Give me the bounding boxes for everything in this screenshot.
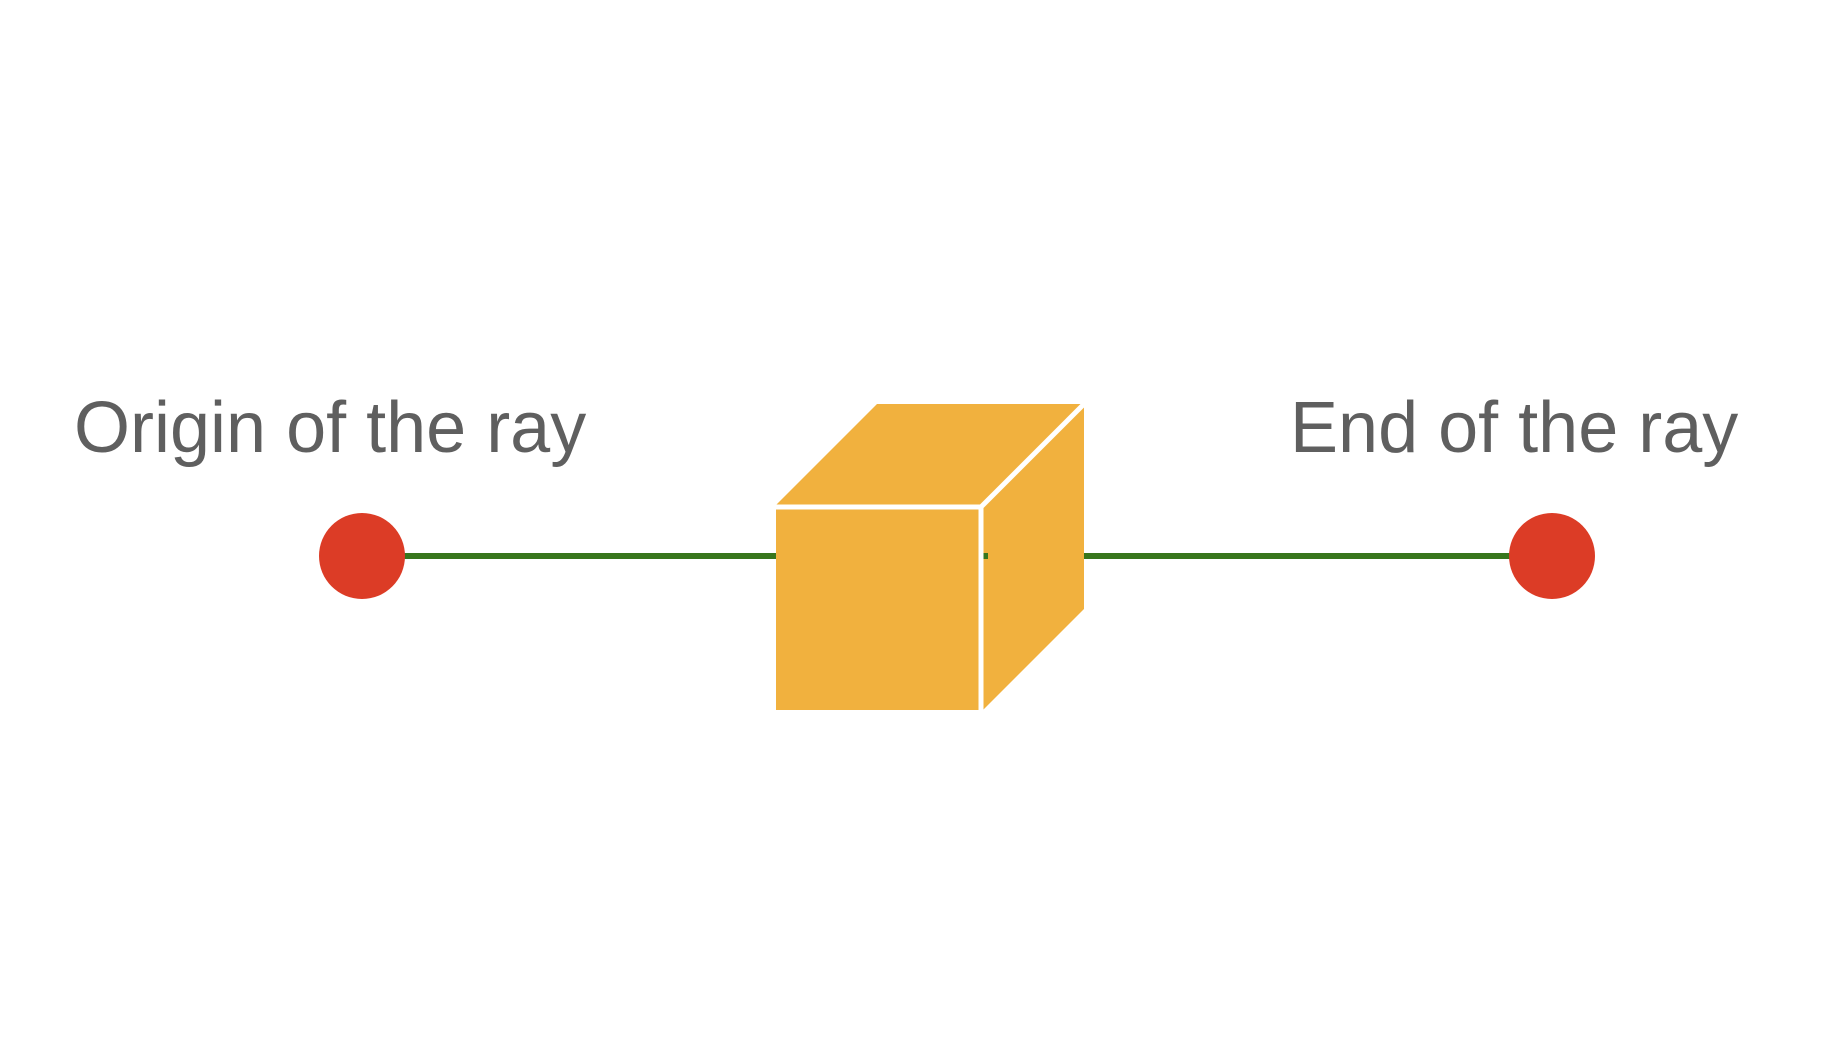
cube-front-face — [776, 505, 983, 710]
origin-label: Origin of the ray — [74, 388, 586, 468]
end-label: End of the ray — [1290, 388, 1738, 468]
cube — [776, 402, 1086, 712]
end-point — [1509, 513, 1595, 599]
cube-top-right-edge — [979, 402, 1086, 509]
origin-point — [319, 513, 405, 599]
